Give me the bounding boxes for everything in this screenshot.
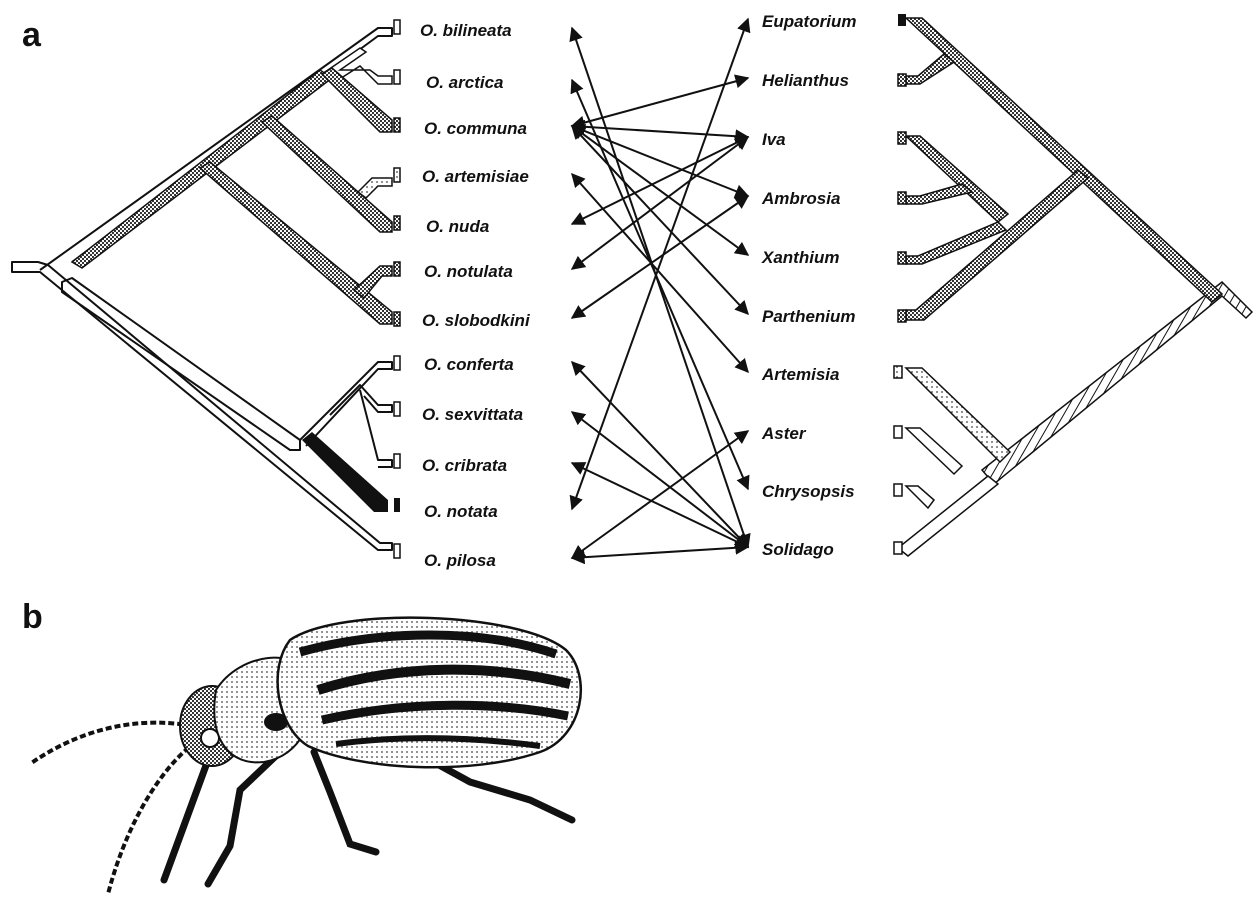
beetle-label-bilineata: O. bilineata: [420, 21, 512, 40]
host-tip-9: [894, 484, 902, 496]
host-label-helianthus: Helianthus: [762, 71, 849, 90]
beetle-species-labels: O. bilineata O. arctica O. communa O. ar…: [420, 21, 531, 570]
beetle-tip-10: [394, 454, 400, 468]
host-plant-phylogeny-tree: [894, 14, 1252, 556]
beetle-tip-2: [394, 70, 400, 84]
beetle-tip-12: [394, 544, 400, 558]
host-label-solidago: Solidago: [762, 540, 834, 559]
beetle-tip-9: [394, 402, 400, 416]
association-arrow: [572, 28, 748, 547]
beetle-tip-3: [394, 118, 400, 132]
host-chrysopsis-branch: [906, 486, 934, 508]
association-arrow: [572, 547, 748, 558]
beetle-label-arctica: O. arctica: [426, 73, 504, 92]
association-arrow: [572, 126, 748, 137]
beetle-tip-1: [394, 20, 400, 34]
beetle-label-slobodkini: O. slobodkini: [422, 311, 531, 330]
host-tip-2: [898, 74, 906, 86]
beetle-tip-4: [394, 168, 400, 182]
beetle-tip-8: [394, 356, 400, 370]
beetle-label-communa: O. communa: [424, 119, 527, 138]
beetle-leg-front: [164, 760, 208, 880]
beetle-label-cribrata: O. cribrata: [422, 456, 507, 475]
association-arrow: [572, 78, 748, 126]
host-plant-labels: Eupatorium Helianthus Iva Ambrosia Xanth…: [761, 12, 856, 559]
beetle-leg-middle: [314, 752, 376, 852]
beetle-label-notulata: O. notulata: [424, 262, 513, 281]
beetle-leg-middle-left: [208, 752, 280, 884]
association-arrow: [572, 196, 748, 318]
host-iva-branch: [906, 136, 1008, 222]
beetle-illustration: [30, 618, 581, 894]
beetle-tip-5: [394, 216, 400, 230]
host-label-chrysopsis: Chrysopsis: [762, 482, 855, 501]
host-tip-1: [898, 14, 906, 26]
host-label-artemisia: Artemisia: [761, 365, 839, 384]
association-arrows: [572, 19, 748, 558]
host-tip-7: [894, 366, 902, 378]
beetle-lower-clade-branch: [62, 278, 300, 450]
beetle-label-pilosa: O. pilosa: [424, 551, 496, 570]
beetle-label-sexvittata: O. sexvittata: [422, 405, 523, 424]
association-arrow: [572, 126, 748, 255]
host-label-xanthium: Xanthium: [761, 248, 839, 267]
beetle-phylogeny-tree: [12, 20, 400, 558]
beetle-antenna-left: [30, 723, 192, 764]
host-tip-4: [898, 192, 906, 204]
beetle-label-conferta: O. conferta: [424, 355, 514, 374]
beetle-antenna-right: [108, 742, 196, 894]
host-label-aster: Aster: [761, 424, 807, 443]
beetle-inner-branch: [262, 116, 392, 232]
host-label-parthenium: Parthenium: [762, 307, 856, 326]
association-arrow: [572, 463, 748, 547]
beetle-label-notata: O. notata: [424, 502, 498, 521]
panel-label-b: b: [22, 598, 43, 636]
association-arrow: [572, 126, 748, 196]
beetle-notulata-branch: [354, 266, 392, 298]
beetle-leg-hind: [430, 760, 572, 820]
beetle-notata-branch: [302, 432, 388, 512]
beetle-tip-7: [394, 312, 400, 326]
host-tip-6: [898, 310, 906, 322]
host-aster-branch: [906, 428, 962, 474]
association-arrow: [572, 412, 748, 547]
host-root-hatched: [982, 282, 1252, 484]
association-arrow: [572, 137, 748, 224]
host-artemisia-branch: [906, 368, 1010, 462]
beetle-tip-6: [394, 262, 400, 276]
beetle-artemisiae-branch: [358, 178, 392, 198]
host-tip-3: [898, 132, 906, 144]
host-label-eupatorium: Eupatorium: [762, 12, 856, 31]
beetle-label-nuda: O. nuda: [426, 217, 489, 236]
host-tip-8: [894, 426, 902, 438]
association-arrow: [572, 19, 748, 509]
association-arrow: [572, 362, 748, 547]
host-tip-10: [894, 542, 902, 554]
beetle-notata-tip: [394, 498, 400, 512]
host-tip-5: [898, 252, 906, 264]
host-ambrosia-branch: [906, 184, 972, 204]
association-arrow: [572, 431, 748, 558]
host-label-ambrosia: Ambrosia: [761, 189, 840, 208]
panel-label-a: a: [22, 16, 42, 54]
beetle-label-artemisiae: O. artemisiae: [422, 167, 529, 186]
host-helianthus-branch: [906, 54, 954, 84]
host-label-iva: Iva: [762, 130, 786, 149]
